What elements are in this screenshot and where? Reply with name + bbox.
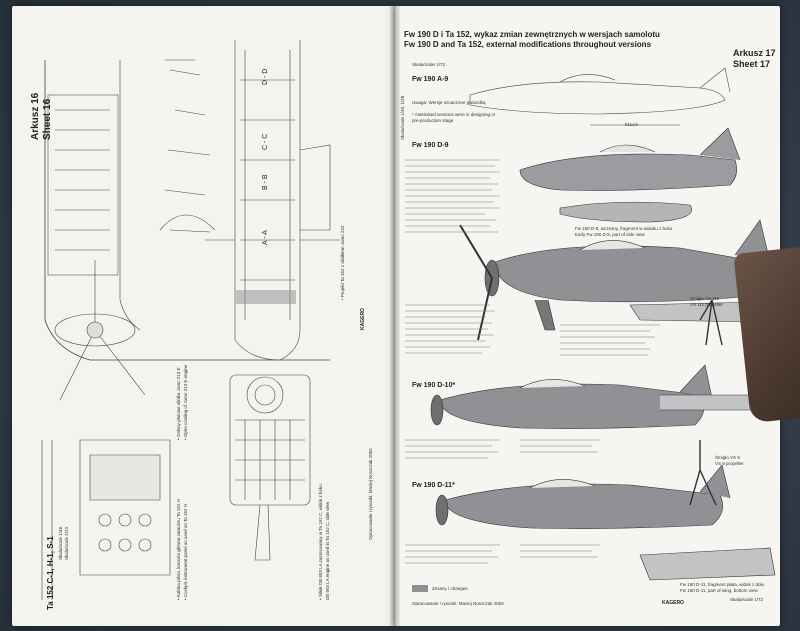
right-title-pl: Fw 190 D i Ta 152, wykaz zmian zewnętrzn… xyxy=(404,30,660,39)
side-scale: Skala/scale 1/48, 1/48 xyxy=(400,95,405,140)
prop-vs111-pl: Śmigło VS 111 xyxy=(690,296,720,301)
changes-legend-label: Zmiany / changes xyxy=(432,586,468,591)
legend-note-en: * Asterisked versions were in designing … xyxy=(412,112,496,123)
right-credit: Opracowanie i rysunki: Maciej Noszczak 2… xyxy=(412,601,504,606)
caption-d9-pl: Fw 190 D-9, wczesny, fragment w widoku z… xyxy=(575,226,673,231)
scale-bottom: Skala/scale 1/72 xyxy=(730,597,764,602)
variant-d10: Fw 190 D-10* xyxy=(412,382,456,389)
changes-legend-swatch xyxy=(412,585,428,592)
scale-top: Skala/scale 1/72 xyxy=(412,62,446,67)
sheet-17-label: Arkusz 17 xyxy=(733,48,776,58)
variant-d9: Fw 190 D-9 xyxy=(412,142,449,149)
variant-a9: Fw 190 A-9 xyxy=(412,76,449,83)
legend-note-pl: Uwaga: Wersje oznaczone gwiazdką xyxy=(412,100,486,105)
right-title-en: Fw 190 D and Ta 152, external modificati… xyxy=(404,40,652,49)
kagero-logo-right: KAGERO xyxy=(662,600,684,606)
caption-d11-pl: Fw 190 D-11, fragment płata, widok z doł… xyxy=(680,582,764,587)
caption-d9-en: Early Fw 190 D-9, part of side view xyxy=(575,232,645,237)
prop-vs9-pl: Śmigło VS 9 xyxy=(715,455,740,460)
caption-d11-en: Fw 190 D-11, part of wing, bottom view xyxy=(680,588,758,593)
prop-vs9-en: VS 9 propeller xyxy=(715,461,744,466)
sheet-17-label-en: Sheet 17 xyxy=(733,59,771,69)
prop-vs111-en: VS 111 propeller xyxy=(690,302,723,307)
dimension-a9: 511cm xyxy=(625,122,639,127)
variant-d11: Fw 190 D-11* xyxy=(412,482,455,489)
book-gutter xyxy=(390,6,400,626)
